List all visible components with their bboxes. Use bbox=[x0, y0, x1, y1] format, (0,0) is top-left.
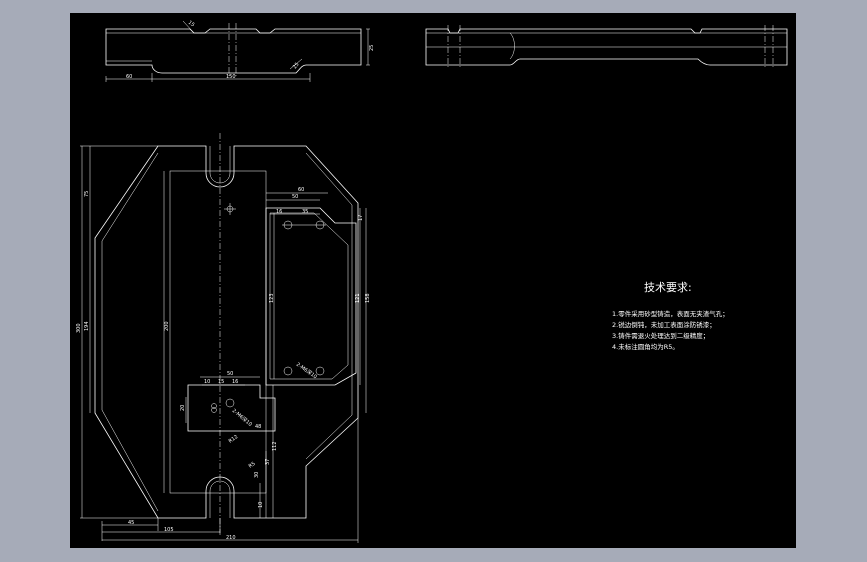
note-line-3: 3.铸件需退火处理达到二级精度； bbox=[612, 331, 709, 340]
drawing-sheet[interactable]: 15 60 150 25 25 bbox=[70, 13, 796, 548]
slot-radius-note: R12 bbox=[228, 434, 240, 445]
dim-bottom-45: 45 bbox=[128, 520, 134, 526]
note-line-2: 2.锐边倒钝，未加工表面涂防锈漆； bbox=[612, 320, 716, 329]
dim-bottom-105: 105 bbox=[164, 527, 174, 533]
dim-112: 112 bbox=[272, 441, 278, 451]
drawing-canvas: 15 60 150 25 25 bbox=[76, 20, 788, 543]
pocket-dim-16: 16 bbox=[276, 209, 282, 215]
dim-center-200: 200 bbox=[164, 321, 170, 331]
small-dim-16: 16 bbox=[232, 379, 238, 385]
pocket-hole-note: 2-M6深10 bbox=[295, 361, 319, 380]
note-line-4: 4.未标注圆角均为R5。 bbox=[612, 342, 679, 351]
small-dim-48: 48 bbox=[255, 424, 261, 430]
notes-title: 技术要求: bbox=[644, 281, 692, 294]
pocket-dim-158: 158 bbox=[365, 293, 371, 303]
dim-60: 60 bbox=[126, 74, 132, 80]
dim-15: 15 bbox=[187, 20, 196, 29]
dim-37: 37 bbox=[265, 459, 271, 465]
dim-150: 150 bbox=[226, 74, 236, 80]
top-right-side-view bbox=[425, 25, 788, 69]
dim-25b: 25 bbox=[292, 62, 301, 71]
small-dim-15: 15 bbox=[218, 379, 224, 385]
pocket-dim-35: 35 bbox=[302, 209, 308, 215]
technical-notes: 技术要求: 1.零件采用砂型铸造，表面无夹渣气孔； 2.锐边倒钝，未加工表面涂防… bbox=[612, 281, 729, 351]
dim-25a: 25 bbox=[369, 45, 375, 51]
small-dim-50: 50 bbox=[227, 371, 233, 377]
dim-10: 10 bbox=[258, 502, 264, 508]
pocket-dim-121: 121 bbox=[355, 293, 361, 303]
dim-outer-300: 300 bbox=[76, 323, 82, 333]
dim-bottom-210: 210 bbox=[226, 535, 236, 541]
slot-radius-note-2: R5 bbox=[248, 461, 257, 470]
dim-chamfer-75: 75 bbox=[84, 191, 90, 197]
dim-30: 30 bbox=[254, 472, 260, 478]
main-front-view: 60 50 16 35 17 123 121 158 2-M6深10 50 10 bbox=[76, 133, 371, 543]
pocket-dim-123: 123 bbox=[269, 293, 275, 303]
top-left-side-view: 15 60 150 25 25 bbox=[105, 20, 375, 82]
small-dim-10: 10 bbox=[204, 379, 210, 385]
pocket-dim-50: 50 bbox=[292, 194, 298, 200]
note-line-1: 1.零件采用砂型铸造，表面无夹渣气孔； bbox=[612, 309, 729, 318]
small-dim-20: 20 bbox=[180, 405, 186, 411]
small-hole-note: 2-M6深10 bbox=[231, 407, 254, 428]
pocket-dim-60: 60 bbox=[298, 187, 304, 193]
pocket-dim-17: 17 bbox=[358, 215, 364, 221]
dim-left-194: 194 bbox=[84, 321, 90, 331]
